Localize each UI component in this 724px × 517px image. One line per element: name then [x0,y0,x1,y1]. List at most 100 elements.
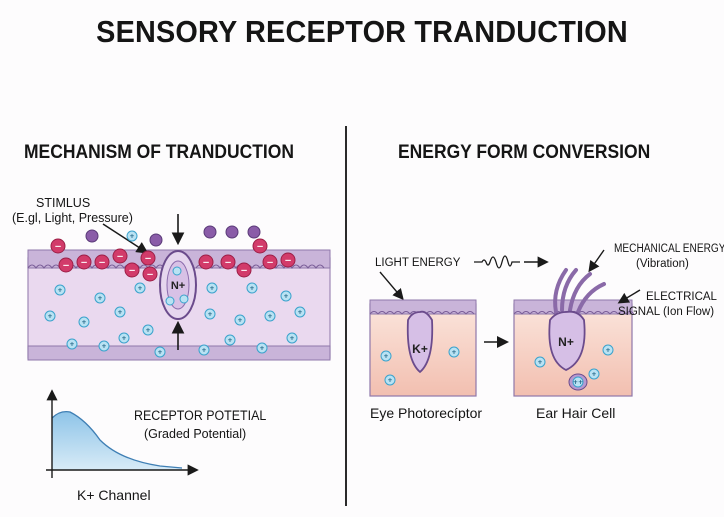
positive-ion: + [534,356,546,368]
electrical-signal-arrow [617,289,641,304]
positive-ion: + [246,282,258,294]
positive-ion: + [224,334,236,346]
photoreceptor-caption: Eye Photorecíptor [370,405,483,421]
positive-ion: + [114,306,126,318]
purple-ion [149,233,163,247]
negative-ion: − [142,266,158,282]
stimulus-pointer-arrow [102,223,149,254]
positive-ion: ++ [572,376,584,388]
svg-text:+: + [201,347,206,354]
negative-ion: − [140,250,156,266]
svg-text:−: − [256,242,263,252]
photoreceptor-ions: + + + [380,346,460,386]
light-energy-arrow [379,271,404,301]
positive-ion: + [134,282,146,294]
electrical-signal-label: ELECTRICAL [646,291,717,303]
negative-ion: − [112,248,128,264]
purple-ion [85,229,99,243]
svg-text:+: + [267,313,272,320]
negative-ion: − [198,254,214,270]
graded-potential-label: (Graded Potential) [144,427,247,441]
svg-text:+: + [591,371,596,378]
svg-text:+: + [101,343,106,350]
positive-ion: + [286,332,298,344]
electrical-signal-sub: SIGNAL (Ion Flow) [618,306,715,318]
positive-ion: + [94,292,106,304]
purple-ion [203,225,217,239]
stimulus-label: STIMLUS [36,196,91,210]
positive-ion: + [280,290,292,302]
mechanical-energy-label: MECHANICAL ENERGY [614,243,724,255]
channel-positive-ion [172,266,182,276]
svg-text:+: + [145,327,150,334]
positive-ion: + [234,314,246,326]
svg-text:−: − [144,254,151,264]
negative-ion: − [94,254,110,270]
positive-ion: + [198,344,210,356]
mechanical-energy-sub: (Vibration) [636,258,689,270]
hair-cell-caption: Ear Hair Cell [536,405,616,421]
panel-divider [345,126,347,506]
positive-ion: + [98,340,110,352]
svg-text:−: − [266,258,273,268]
svg-text:+: + [227,337,232,344]
svg-text:+: + [57,287,62,294]
channel-ion-label: N+ [171,280,185,292]
negative-ion: − [50,238,66,254]
hair-cell-ion-label: N+ [558,335,574,349]
left-section-title: MECHANISM OF TRANDUCTION [24,142,294,163]
svg-text:+: + [387,377,392,384]
svg-text:+: + [137,285,142,292]
svg-text:+: + [117,309,122,316]
svg-text:+: + [451,349,456,356]
positive-ion: + [264,310,276,322]
positive-ion: + [142,324,154,336]
channel-positive-ion [179,294,189,304]
svg-text:+: + [383,353,388,360]
svg-text:−: − [240,266,247,276]
svg-text:−: − [98,258,105,268]
svg-text:−: − [224,258,231,268]
svg-text:+: + [259,345,264,352]
svg-text:−: − [62,261,69,271]
positive-ion: + [118,332,130,344]
svg-text:+: + [81,319,86,326]
main-title: SENSORY RECEPTOR TRANDUCTION [96,14,628,49]
svg-text:−: − [116,252,123,262]
positive-ion: + [380,350,392,362]
negative-ion: − [58,257,74,273]
purple-ions [85,225,261,247]
hair-cell-ions: +++++ [534,344,614,388]
right-section-title: ENERGY FORM CONVERSION [398,142,651,163]
stimulus-example: (E.gl, Light, Pressure) [12,211,133,225]
negative-ion: − [220,254,236,270]
purple-ion [225,225,239,239]
svg-text:+: + [47,313,52,320]
negative-ion: − [280,252,296,268]
positive-ion: + [206,282,218,294]
positive-ion: + [126,230,138,242]
svg-text:+: + [289,335,294,342]
positive-ion: + [44,310,56,322]
positive-ion: + [66,338,78,350]
positive-ion: + [294,306,306,318]
positive-ion: + [78,316,90,328]
mechanical-energy-arrow [588,249,605,273]
svg-text:−: − [146,270,153,280]
positive-ion: + [384,374,396,386]
receptor-potential-graph [46,389,199,478]
channel-positive-ion [165,296,175,306]
positive-ion: + [154,346,166,358]
negative-ion: − [124,262,140,278]
svg-text:+: + [297,309,302,316]
svg-text:+: + [283,293,288,300]
negative-ion: − [236,262,252,278]
positive-ion: + [54,284,66,296]
light-energy-label: LIGHT ENERGY [375,257,461,269]
svg-text:+: + [207,311,212,318]
svg-text:+: + [209,285,214,292]
positive-ion: + [448,346,460,358]
svg-text:−: − [284,256,291,266]
negative-ion: − [262,254,278,270]
positive-ions: + + + + + + + + + + + + + + + + + + + + + + + [44,230,306,358]
